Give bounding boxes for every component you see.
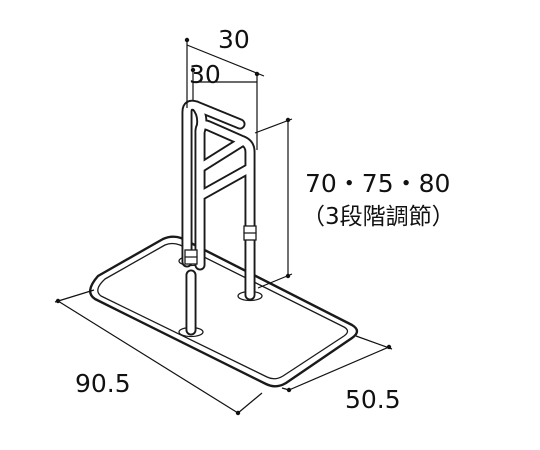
dim-label-base-length: 90.5 [75, 369, 131, 398]
dimension-base-length [54, 289, 263, 416]
handrail-frame [181, 99, 257, 336]
dim-label-height: 70・75・80 [305, 169, 450, 198]
dimension-top-width [184, 37, 265, 150]
dim-label-base-width: 50.5 [345, 385, 401, 414]
dimension-height [254, 117, 293, 289]
dimension-base-width [281, 335, 393, 393]
dim-label-height-note: （3段階調節） [302, 204, 455, 230]
dim-label-width-top: 30 [218, 25, 250, 54]
dim-label-width-inner: 30 [189, 60, 221, 89]
base-plate [89, 235, 359, 388]
